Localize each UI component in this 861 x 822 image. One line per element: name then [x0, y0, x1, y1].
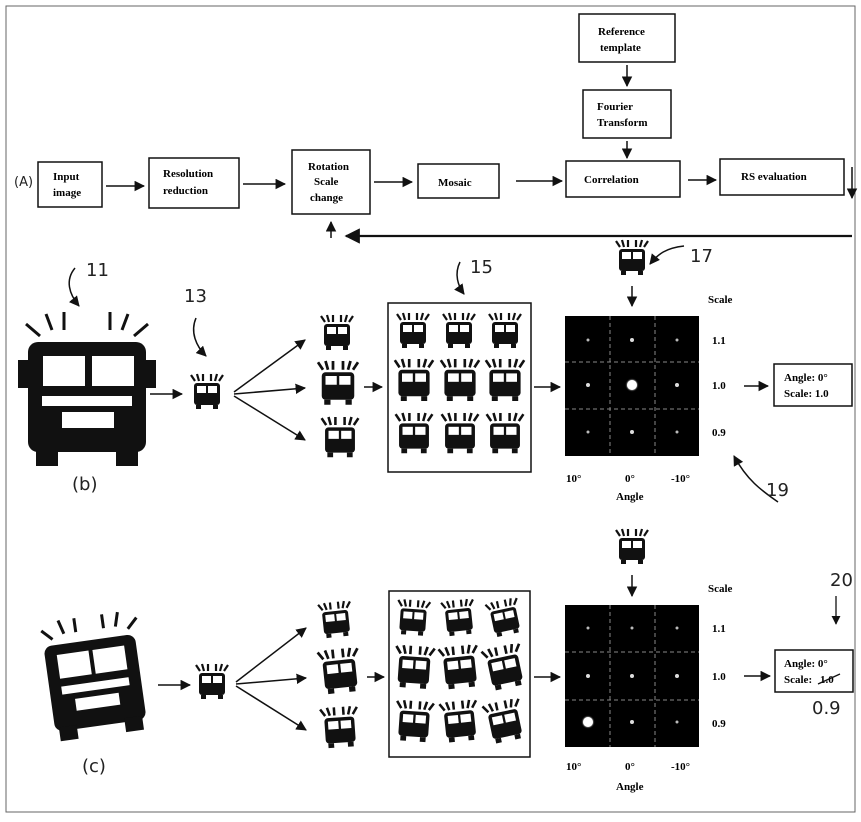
result-box-b: Angle: 0° Scale: 1.0 [773, 363, 853, 407]
result-scale-prefix-c: Scale: [784, 674, 812, 686]
ref-17: 17 [690, 246, 713, 267]
resolution-label-1: Resolution [163, 168, 213, 180]
angle-title-c: Angle [616, 781, 644, 793]
rs-evaluation-box: RS evaluation [719, 158, 845, 196]
ref-19: 19 [766, 480, 789, 501]
angle-title-b: Angle [616, 491, 644, 503]
mosaic-box: Mosaic [417, 163, 500, 199]
mosaic-panel-b [387, 302, 532, 473]
input-image-box: Input image [37, 161, 103, 208]
fourier-label-2: Transform [597, 117, 648, 129]
row-label-a: (A) [14, 175, 33, 190]
leader-13 [192, 317, 207, 357]
ref-13: 13 [184, 286, 207, 307]
correlation-grid-c [565, 605, 699, 747]
arrow-b-up [233, 339, 306, 393]
angle-tick-c-1: 10° [566, 761, 581, 773]
arrow-b-mid [233, 383, 307, 395]
variant-truck-c-2 [316, 645, 364, 697]
correlation-label: Correlation [584, 174, 639, 186]
result-angle-b: Angle: 0° [784, 372, 828, 384]
input-image-label-1: Input [53, 171, 80, 183]
correlation-grid-b [565, 316, 699, 456]
template-truck-b [614, 238, 650, 277]
strike-mark [817, 673, 841, 685]
scale-tick-b-3: 0.9 [712, 427, 726, 439]
arrow-b-down [233, 395, 306, 441]
resolution-reduction-box: Resolution reduction [148, 157, 240, 209]
angle-tick-b-1: 10° [566, 473, 581, 485]
result-scale-b: Scale: 1.0 [784, 388, 829, 400]
scale-title-b: Scale [708, 294, 733, 306]
panel-b-label: (b) [72, 474, 97, 495]
input-image-label-2: image [53, 187, 81, 199]
handwritten-scale-value: 0.9 [812, 698, 841, 719]
ref-20: 20 [830, 570, 853, 591]
fire-truck-large-b [18, 312, 156, 466]
page-border [5, 5, 856, 813]
fourier-label-1: Fourier [597, 101, 633, 113]
reference-label-2: template [600, 42, 641, 54]
ref-15: 15 [470, 257, 493, 278]
ref-11: 11 [86, 260, 109, 281]
leader-17 [649, 245, 685, 265]
scale-tick-b-1: 1.1 [712, 335, 726, 347]
angle-tick-b-3: -10° [671, 473, 690, 485]
angle-tick-b-2: 0° [625, 473, 635, 485]
resolution-label-2: reduction [163, 185, 208, 197]
reference-template-box: Reference template [578, 13, 676, 63]
leader-11 [68, 267, 80, 307]
mosaic-label: Mosaic [438, 177, 472, 189]
small-truck-b [189, 372, 225, 411]
rs-evaluation-label: RS evaluation [741, 171, 807, 183]
fire-truck-large-c [40, 611, 146, 742]
leader-15 [454, 261, 465, 295]
scale-title-c: Scale [708, 583, 733, 595]
variant-truck-b-1 [319, 313, 355, 352]
panel-c-label: (c) [82, 756, 106, 777]
rotation-label-1: Rotation [308, 161, 349, 173]
correlation-box: Correlation [565, 160, 681, 198]
arrow-c-up [235, 627, 307, 683]
rotation-scale-change-box: Rotation Scale change [291, 149, 371, 215]
result-box-c: Angle: 0° Scale: 1.0 [774, 649, 854, 693]
scale-tick-c-2: 1.0 [712, 671, 726, 683]
rotation-label-3: change [310, 192, 343, 204]
variant-truck-b-3 [320, 415, 360, 459]
template-truck-c [614, 527, 650, 566]
scale-tick-c-3: 0.9 [712, 718, 726, 730]
scale-tick-c-1: 1.1 [712, 623, 726, 635]
small-truck-c [194, 662, 230, 701]
mosaic-panel-c [388, 590, 531, 758]
scale-tick-b-2: 1.0 [712, 380, 726, 392]
variant-truck-c-3 [318, 704, 361, 750]
angle-tick-c-3: -10° [671, 761, 690, 773]
fourier-transform-box: Fourier Transform [582, 89, 672, 139]
angle-tick-c-2: 0° [625, 761, 635, 773]
arrow-c-down [235, 685, 307, 731]
variant-truck-c-1 [316, 599, 355, 640]
arrow-c-mid [235, 673, 308, 685]
reference-label-1: Reference [598, 26, 645, 38]
variant-truck-b-2 [316, 359, 360, 407]
leader-19 [733, 455, 779, 503]
result-angle-c: Angle: 0° [784, 658, 828, 670]
rotation-label-2: Scale [314, 176, 339, 188]
